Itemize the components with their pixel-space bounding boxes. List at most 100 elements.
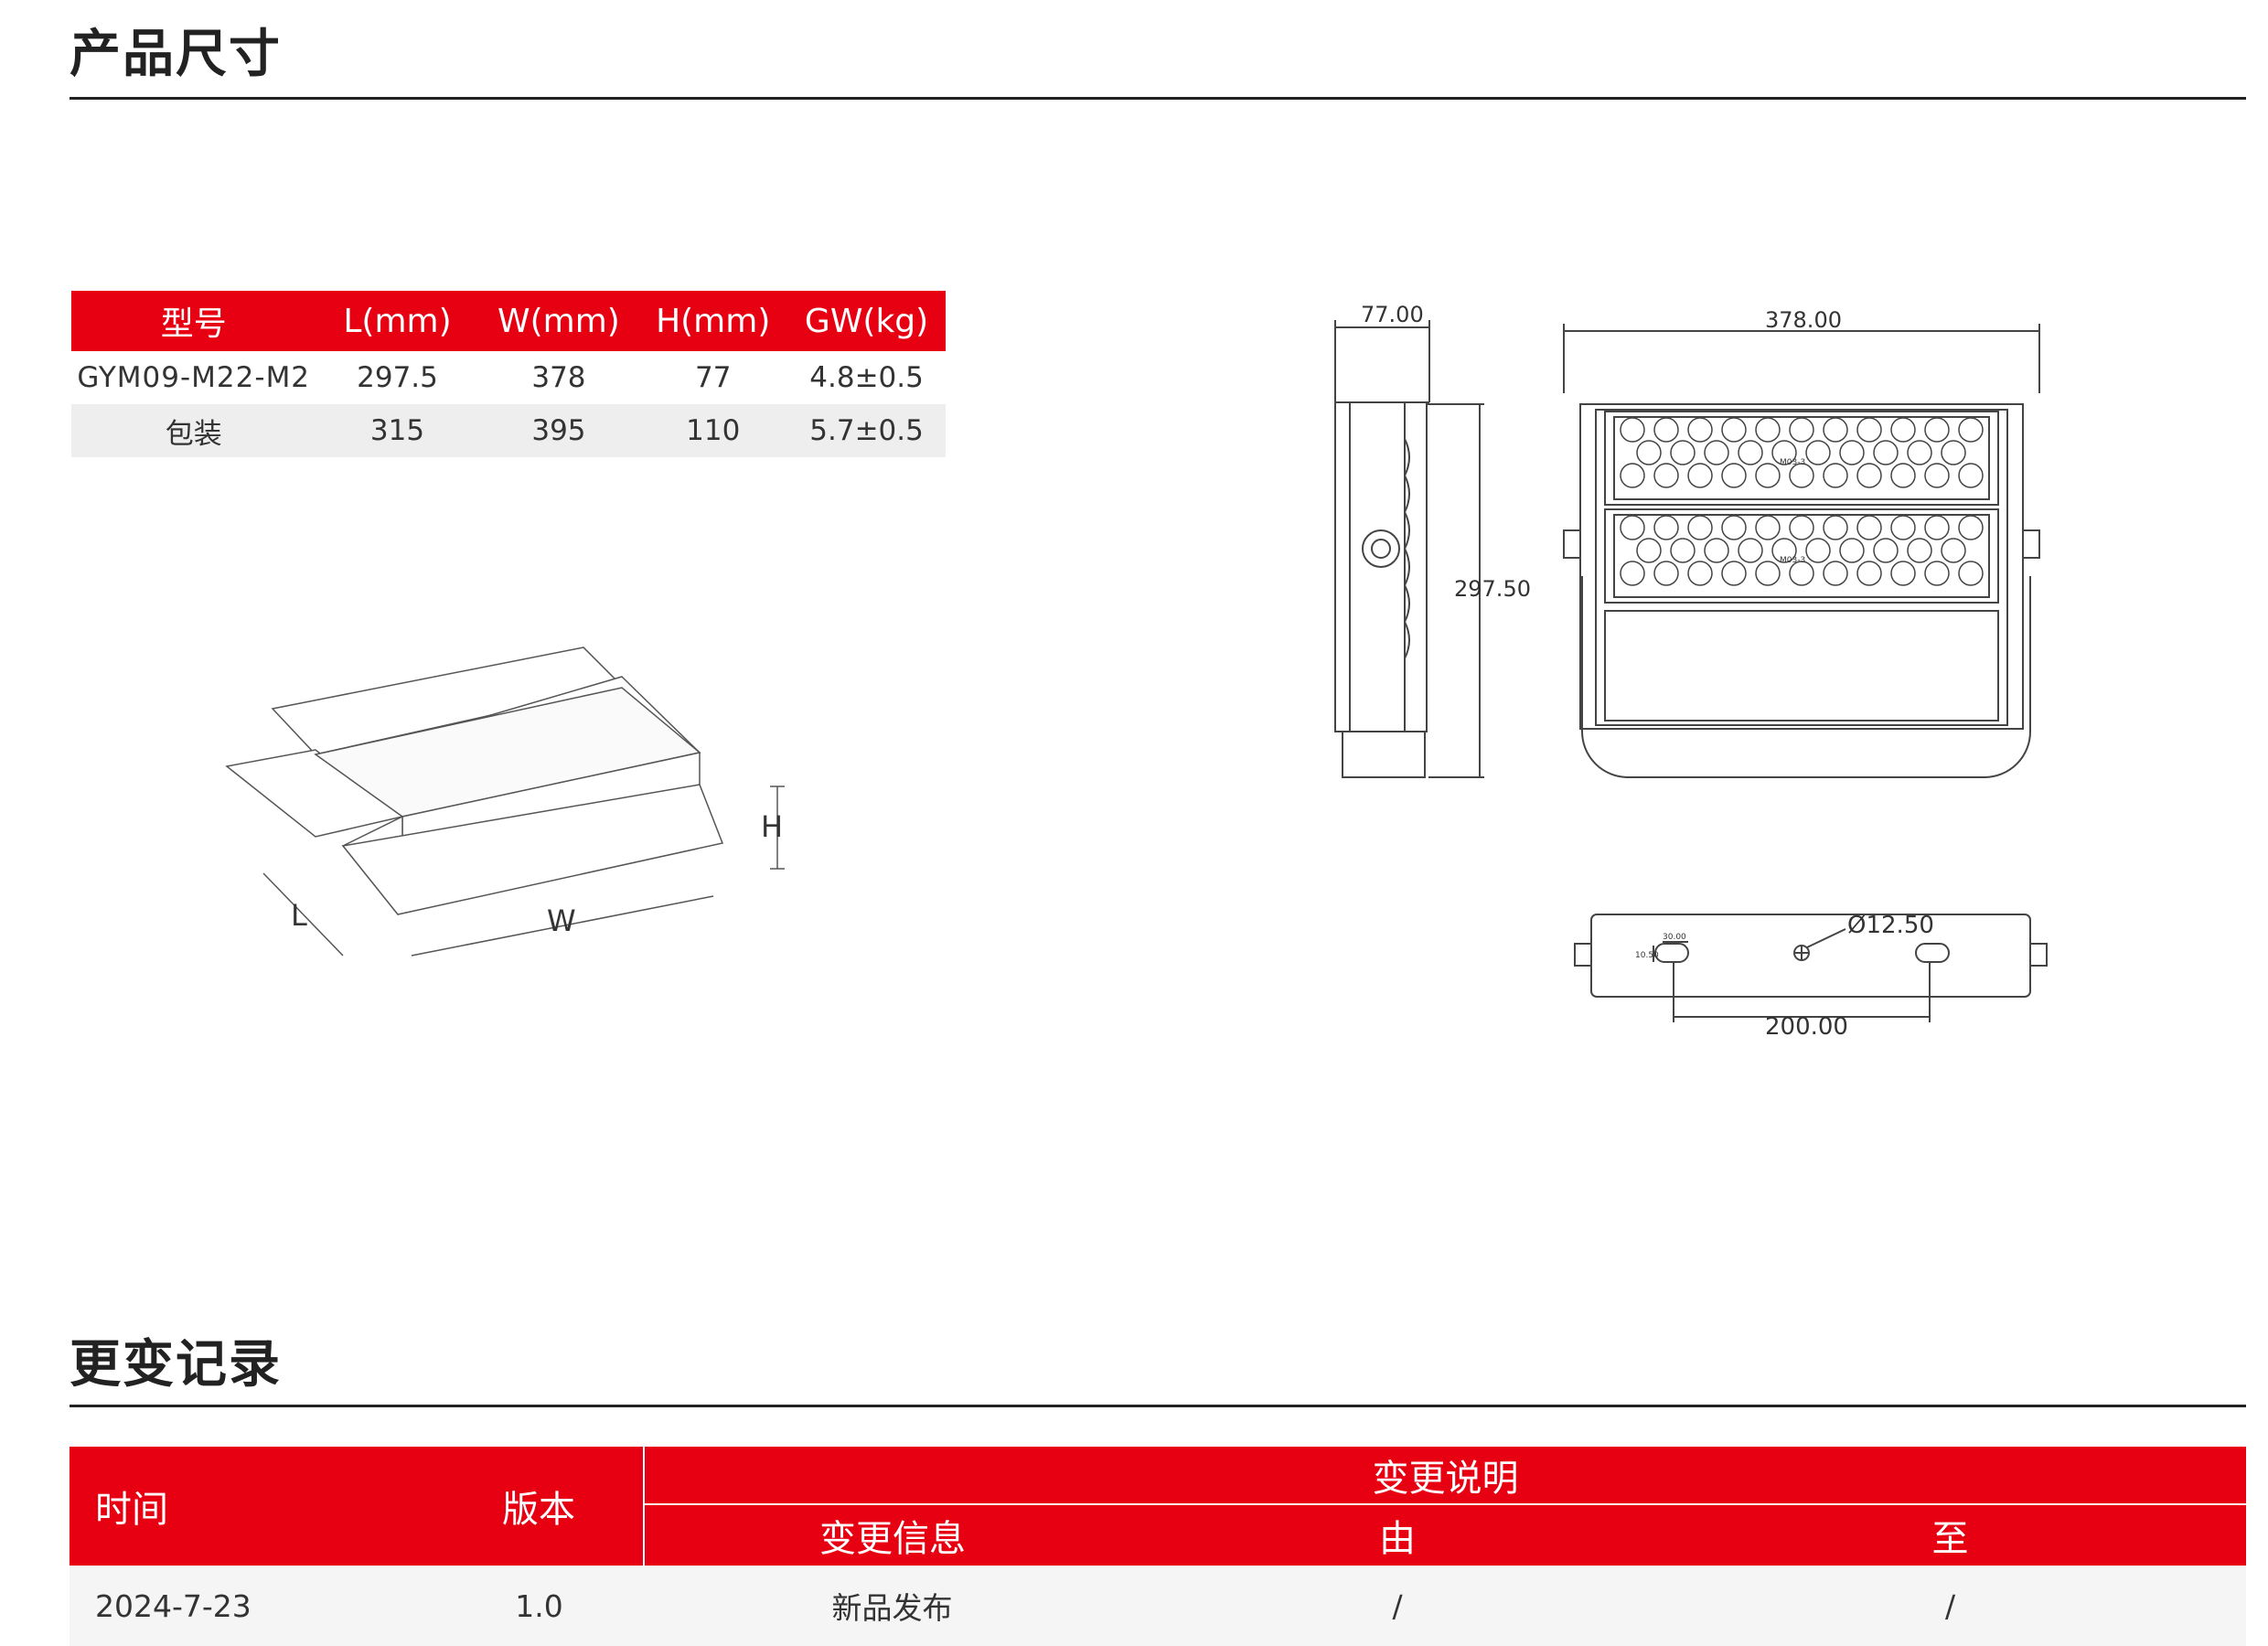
- changelog-cell-info: 新品发布: [644, 1566, 1140, 1646]
- section-divider: [70, 1405, 2246, 1407]
- changelog-header-version: 版本: [434, 1447, 645, 1566]
- changelog-header-to: 至: [1654, 1504, 2246, 1566]
- spec-cell: 395: [478, 404, 639, 457]
- led-lens: [1620, 417, 1645, 443]
- spec-header-row: 型号 L(mm) W(mm) H(mm) GW(kg): [71, 291, 946, 351]
- led-lens: [1805, 440, 1831, 465]
- box-label-w: W: [547, 903, 576, 938]
- led-lens: [1636, 538, 1662, 563]
- led-lens: [1620, 463, 1645, 488]
- dim-hole-diameter: Ø12.50: [1847, 912, 1934, 939]
- led-lens: [1823, 417, 1848, 443]
- led-lens: [1941, 538, 1966, 563]
- led-lens: [1738, 538, 1763, 563]
- product-bottom-drawing: Ø12.50 200.00 30.00 10.50: [1574, 912, 2048, 1041]
- led-lens: [1873, 440, 1899, 465]
- led-lens: [1721, 515, 1747, 540]
- package-box-diagram: H L W: [225, 647, 785, 957]
- box-label-l: L: [291, 898, 307, 933]
- dim-side-depth: 77.00: [1361, 302, 1424, 327]
- led-lens: [1687, 417, 1713, 443]
- led-lens: [1755, 417, 1781, 443]
- led-lens: [1924, 463, 1950, 488]
- box-label-h: H: [761, 809, 783, 844]
- led-lens: [1721, 463, 1747, 488]
- spec-cell: 5.7±0.5: [787, 404, 946, 457]
- spec-cell: 包装: [71, 404, 316, 457]
- led-lens: [1924, 417, 1950, 443]
- spec-table: 型号 L(mm) W(mm) H(mm) GW(kg) GYM09-M22-M2…: [71, 291, 946, 457]
- changelog-cell-to: /: [1654, 1566, 2246, 1646]
- led-lens: [1653, 561, 1679, 586]
- led-lens: [1823, 515, 1848, 540]
- led-lens: [1653, 417, 1679, 443]
- section-divider: [70, 97, 2246, 100]
- section-title-changelog: 更变记录: [70, 1335, 282, 1395]
- spec-header-l: L(mm): [316, 291, 479, 351]
- changelog-row: 2024-7-23 1.0 新品发布 / /: [70, 1566, 2246, 1646]
- led-lens: [1670, 440, 1696, 465]
- led-lens: [1839, 440, 1865, 465]
- changelog-table: 时间 版本 变更说明 变更信息 由 至 2024-7-23 1.0 新品发布 /…: [70, 1447, 2246, 1646]
- dim-height: 297.50: [1454, 576, 1531, 602]
- spec-cell: 315: [316, 404, 479, 457]
- led-lens: [1755, 463, 1781, 488]
- changelog-cell-time: 2024-7-23: [70, 1566, 434, 1646]
- changelog-header-time: 时间: [70, 1447, 434, 1566]
- led-lens: [1941, 440, 1966, 465]
- led-lens: [1958, 515, 1984, 540]
- changelog-header-info: 变更信息: [644, 1504, 1140, 1566]
- led-lens: [1789, 561, 1814, 586]
- module-label-bottom: M03-3: [1780, 556, 1805, 565]
- changelog-cell-from: /: [1140, 1566, 1654, 1646]
- spec-header-gw: GW(kg): [787, 291, 946, 351]
- led-lens: [1653, 515, 1679, 540]
- led-lens: [1687, 515, 1713, 540]
- led-lens: [1958, 417, 1984, 443]
- led-lens: [1890, 515, 1916, 540]
- spec-row-package: 包装 315 395 110 5.7±0.5: [71, 404, 946, 457]
- led-lens: [1755, 561, 1781, 586]
- spec-cell: GYM09-M22-M2: [77, 361, 311, 394]
- spec-header-model: 型号: [71, 291, 316, 351]
- led-lens: [1789, 417, 1814, 443]
- led-lens: [1755, 515, 1781, 540]
- dim-slot-width: 30.00: [1663, 933, 1686, 942]
- led-lens: [1721, 561, 1747, 586]
- changelog-header-from: 由: [1140, 1504, 1654, 1566]
- led-lens: [1687, 463, 1713, 488]
- changelog-header-desc: 变更说明: [644, 1447, 2246, 1505]
- led-lens: [1924, 515, 1950, 540]
- led-lens: [1856, 463, 1882, 488]
- led-lens: [1620, 515, 1645, 540]
- section-title-dimensions: 产品尺寸: [70, 25, 282, 84]
- led-lens: [1670, 538, 1696, 563]
- dim-slot-height: 10.50: [1635, 951, 1659, 960]
- changelog-header-row-2: 变更信息 由 至: [70, 1504, 2246, 1566]
- spec-header-w: W(mm): [478, 291, 639, 351]
- led-lens: [1856, 561, 1882, 586]
- led-lens: [1890, 561, 1916, 586]
- led-lens: [1839, 538, 1865, 563]
- led-lens: [1890, 417, 1916, 443]
- led-lens: [1789, 463, 1814, 488]
- spec-cell: 77: [694, 361, 732, 394]
- led-lens: [1805, 538, 1831, 563]
- led-lens: [1789, 515, 1814, 540]
- led-lens: [1907, 440, 1932, 465]
- led-lens: [1687, 561, 1713, 586]
- led-lens: [1704, 440, 1729, 465]
- led-lens: [1636, 440, 1662, 465]
- led-lens: [1823, 463, 1848, 488]
- led-lens: [1958, 463, 1984, 488]
- led-lens: [1653, 463, 1679, 488]
- spec-row-product: GYM09-M22-M2 297.5 378 77 4.8±0.5: [71, 351, 946, 404]
- led-lens: [1890, 463, 1916, 488]
- spec-cell: 297.5: [357, 361, 438, 394]
- led-lens: [1721, 417, 1747, 443]
- product-front-side-drawing: 77.00 378.00 297.50 M03-3 M03-3: [1334, 302, 2040, 778]
- led-lens: [1823, 561, 1848, 586]
- spec-cell: 4.8±0.5: [809, 361, 924, 394]
- dim-front-width: 378.00: [1765, 307, 1842, 333]
- spec-cell: 110: [638, 404, 788, 457]
